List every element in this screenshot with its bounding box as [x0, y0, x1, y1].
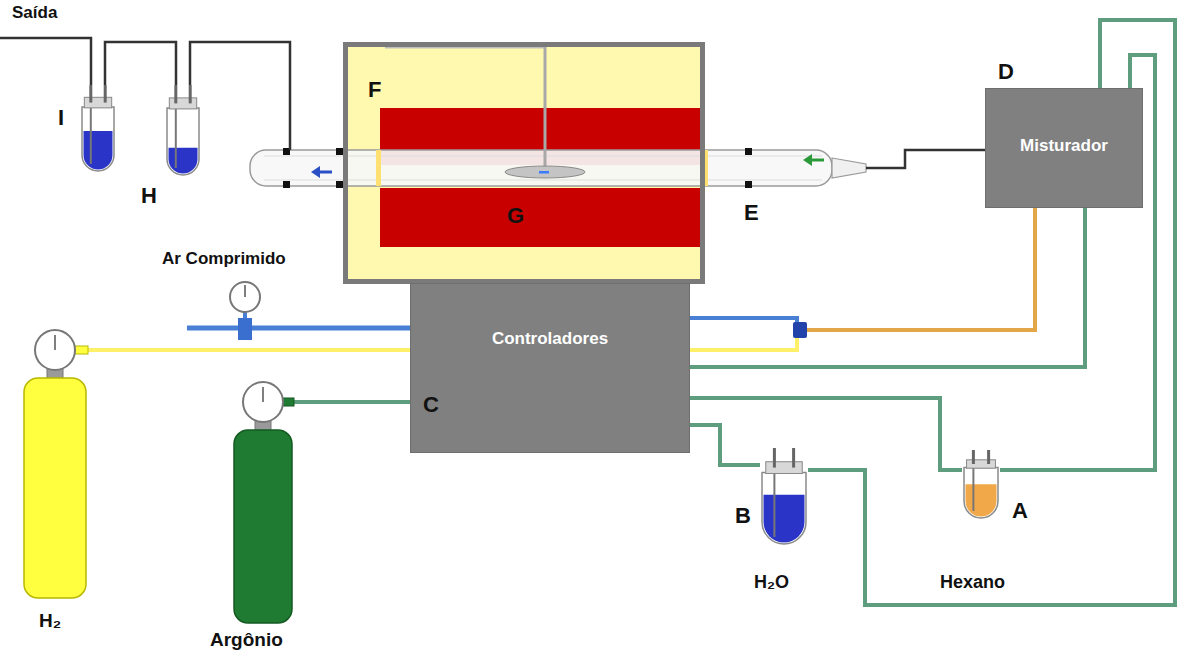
- gas-line: [294, 400, 410, 404]
- label-slot: Saída: [12, 3, 57, 23]
- bottle-outline: [962, 450, 1000, 520]
- gas-label: Ar Comprimido: [162, 249, 286, 269]
- bottle-outline: [760, 448, 808, 546]
- text-slot: Hexano: [940, 572, 1005, 593]
- box-title: Controladores: [492, 329, 608, 349]
- part-letter: G: [507, 203, 524, 228]
- text-slot: H₂: [39, 610, 61, 632]
- text-slot: F: [368, 77, 381, 102]
- bubbler-bottle: BH₂O: [760, 448, 808, 546]
- text-slot: I: [58, 105, 64, 130]
- liquid-label: H₂O: [754, 572, 789, 593]
- bubbler-bottle: H: [165, 85, 201, 177]
- text-slot: A: [1012, 498, 1028, 523]
- text-slot: G: [507, 203, 524, 228]
- heating-element: G: [380, 188, 700, 247]
- box-title: Misturador: [1020, 136, 1108, 156]
- controller-box: ControladoresC: [410, 283, 690, 453]
- part-letter: I: [58, 105, 64, 130]
- gas-cylinder: H₂: [22, 328, 88, 600]
- gas-line: [88, 348, 410, 352]
- label-slot: Ar Comprimido: [162, 249, 286, 269]
- label-slot: E: [744, 200, 759, 225]
- bubbler-bottle: I: [80, 85, 116, 173]
- part-letter: D: [998, 59, 1014, 84]
- outlet-label: Saída: [12, 3, 57, 23]
- gas-line: [808, 20, 1175, 605]
- text-slot: D: [998, 59, 1014, 84]
- bottle-outline: [80, 85, 116, 173]
- cylinder-label: H₂: [39, 610, 61, 632]
- gas-line: [105, 42, 176, 85]
- part-letter: B: [735, 503, 751, 528]
- gas-line: [690, 398, 962, 470]
- part-letter: E: [744, 200, 759, 225]
- part-letter: F: [368, 77, 381, 102]
- tube-furnace: GF: [343, 42, 705, 284]
- liquid-label: Hexano: [940, 572, 1005, 593]
- cylinder-outline: [22, 328, 88, 600]
- text-slot: C: [423, 392, 439, 417]
- gas-line: [690, 425, 760, 465]
- bottle-outline: [165, 85, 201, 177]
- text-slot: Argônio: [210, 629, 283, 651]
- cylinder-outline: [232, 380, 294, 625]
- text-slot: Misturador: [986, 136, 1142, 156]
- bubbler-bottle: AHexano: [962, 450, 1000, 520]
- part-letter: C: [423, 392, 439, 417]
- part-letter: H: [141, 183, 157, 208]
- text-slot: Controladores: [411, 329, 689, 349]
- text-slot: B: [735, 503, 751, 528]
- text-slot: H₂O: [754, 572, 789, 593]
- text-slot: H: [141, 183, 157, 208]
- gas-cylinder: Argônio: [232, 380, 294, 625]
- mixer-box: DMisturador: [985, 88, 1143, 208]
- gas-line: [690, 208, 1085, 367]
- cylinder-label: Argônio: [210, 629, 283, 651]
- part-letter: A: [1012, 498, 1028, 523]
